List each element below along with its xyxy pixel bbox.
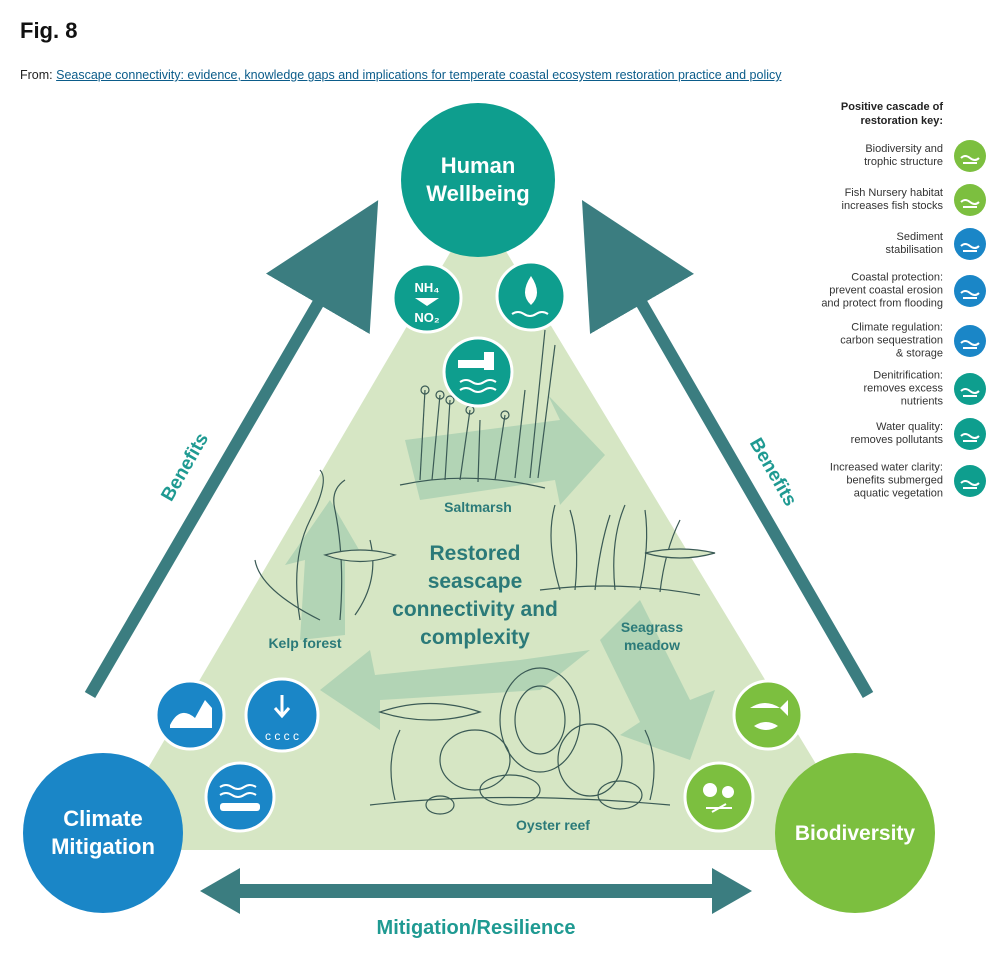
key-item: Coastal protection:prevent coastal erosi… — [800, 266, 995, 316]
source-line: From: Seascape connectivity: evidence, k… — [20, 68, 782, 82]
key-item-text: Coastal protection:prevent coastal erosi… — [773, 272, 943, 311]
svg-text:NH₄: NH₄ — [415, 280, 440, 295]
cascade-arrow-right — [405, 395, 605, 505]
key-title-line2: restoration key: — [860, 115, 943, 127]
resilience-arrowhead-right — [712, 868, 752, 914]
key-item: Climate regulation:carbon sequestration&… — [800, 316, 995, 366]
climate-mitigation-line2: Mitigation — [51, 834, 155, 859]
human-wellbeing-line2: Wellbeing — [426, 181, 530, 206]
key-item-line: and protect from flooding — [821, 297, 943, 310]
figure-title: Fig. 8 — [20, 18, 78, 43]
from-prefix: From: — [20, 68, 57, 82]
climate-mitigation-node — [23, 753, 183, 913]
center-line-4: complexity — [420, 626, 530, 649]
center-line-1: Restored — [429, 542, 520, 565]
key-title: Positive cascade of restoration key: — [800, 100, 995, 128]
key-item-line: Coastal protection: — [851, 271, 943, 284]
key-item-line: benefits submerged — [846, 474, 943, 487]
biodiversity-label: Biodiversity — [795, 822, 916, 845]
key-item-line: Climate regulation: — [851, 321, 943, 334]
human-wellbeing-node — [401, 103, 555, 257]
center-line-2: seascape — [428, 570, 523, 593]
seagrass-illustration — [539, 504, 716, 596]
benefits-arrow-left — [84, 200, 379, 699]
svg-text:NO₂: NO₂ — [414, 310, 440, 325]
carbon-storage-icon — [954, 325, 986, 357]
biodiversity-icon — [683, 761, 755, 833]
coastal-protection-icon — [154, 679, 226, 751]
denitrification-icon — [954, 373, 986, 405]
saltmarsh-label: Saltmarsh — [444, 499, 512, 515]
mitigation-resilience-label: Mitigation/Resilience — [377, 917, 576, 939]
key-item-line: nutrients — [900, 395, 943, 408]
key-item: Increased water clarity:benefits submerg… — [800, 456, 995, 506]
water-quality-icon — [954, 418, 986, 450]
water-quality-icon — [442, 336, 514, 408]
key-title-line1: Positive cascade of — [840, 101, 943, 113]
water-clarity-icon — [954, 465, 986, 497]
key-item-line: Biodiversity and — [865, 143, 943, 155]
climate-mitigation-line1: Climate — [63, 806, 142, 831]
resilience-arrowhead-left — [200, 868, 240, 914]
oyster-reef-illustration — [369, 667, 671, 815]
carbon-storage-icon: c c c c — [244, 677, 320, 753]
fish-nursery-icon — [732, 679, 804, 751]
key-item-line: prevent coastal erosion — [829, 284, 943, 297]
key-item-line: Sediment — [896, 231, 943, 243]
human-wellbeing-line1: Human — [441, 153, 516, 178]
fish-nursery-icon — [954, 184, 986, 216]
habitat-triangle — [100, 205, 868, 850]
kelp-forest-label: Kelp forest — [268, 635, 341, 651]
benefits-arrow-right — [581, 200, 874, 699]
key-item-text: Climate regulation:carbon sequestration&… — [773, 322, 943, 361]
key-item-line: increases fish stocks — [841, 200, 943, 212]
key-item-line: trophic structure — [864, 156, 943, 168]
key-item-line: Water quality: — [876, 421, 943, 433]
key-item-line: carbon sequestration — [840, 334, 943, 347]
article-link[interactable]: Seascape connectivity: evidence, knowled… — [56, 68, 782, 82]
key-item: Water quality:removes pollutants — [800, 412, 995, 456]
biodiversity-icon — [954, 140, 986, 172]
center-line-3: connectivity and — [392, 598, 558, 621]
key-item-line: Increased water clarity: — [829, 461, 943, 474]
svg-text:c c c c: c c c c — [265, 729, 299, 743]
saltmarsh-illustration — [399, 329, 556, 489]
cascade-arrow-upleft — [285, 500, 365, 640]
water-clarity-icon — [495, 260, 567, 332]
sediment-icon — [954, 228, 986, 260]
seagrass-label-2: meadow — [624, 637, 680, 653]
cascade-arrow-bottom — [600, 600, 715, 760]
key-item-line: & storage — [895, 347, 943, 360]
key-item-line: removes excess — [863, 382, 943, 395]
oyster-reef-label: Oyster reef — [516, 817, 590, 833]
coastal-protection-icon — [954, 275, 986, 307]
key-item-line: stabilisation — [885, 244, 943, 256]
cascade-arrow-left — [320, 650, 590, 730]
key-item-text: Water quality:removes pollutants — [773, 421, 943, 447]
kelp-forest-illustration — [254, 469, 397, 621]
key-item-line: removes pollutants — [850, 434, 943, 446]
seagrass-label-1: Seagrass — [621, 619, 683, 635]
key-item-line: aquatic vegetation — [853, 487, 943, 500]
key-item-line: Fish Nursery habitat — [844, 187, 943, 199]
restoration-key: Positive cascade of restoration key: Bio… — [800, 100, 995, 506]
denitrification-icon: NH₄ NO₂ — [391, 262, 463, 334]
biodiversity-node — [775, 753, 935, 913]
sediment-icon — [204, 761, 276, 833]
key-item-line: Denitrification: — [873, 369, 943, 382]
key-item-text: Increased water clarity:benefits submerg… — [773, 462, 943, 501]
